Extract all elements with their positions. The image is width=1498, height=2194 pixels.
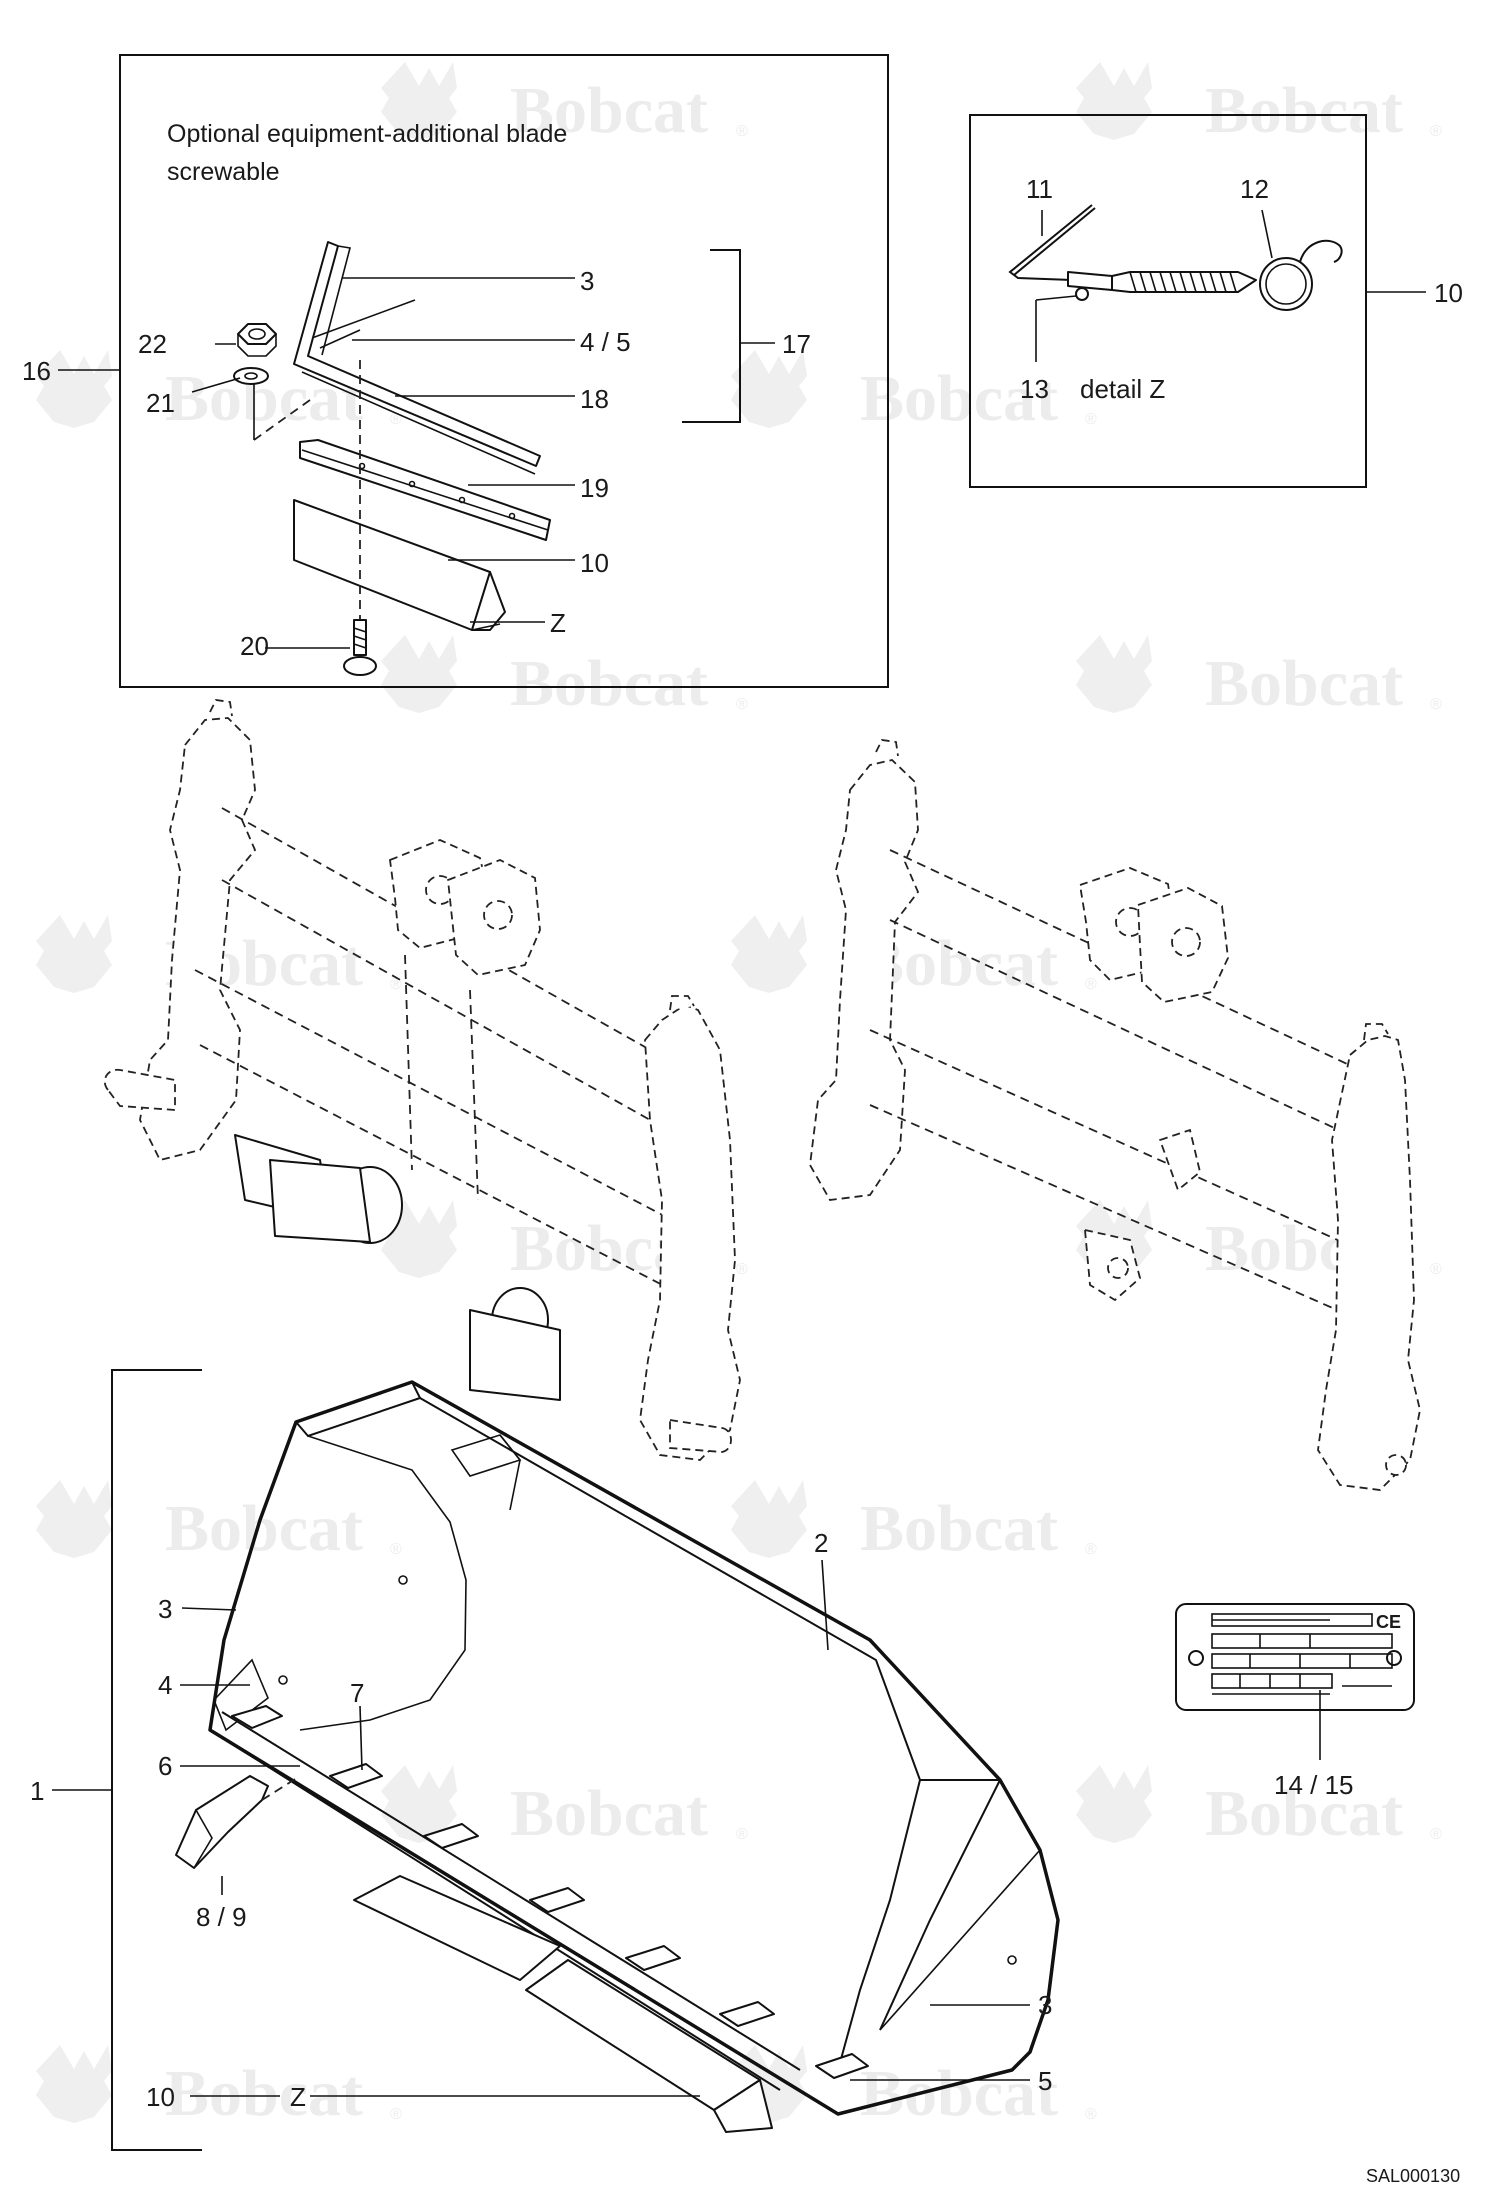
nut-icon <box>237 323 277 357</box>
additional-blade-part <box>299 439 551 541</box>
axis-centerline <box>253 399 311 441</box>
label-3: 3 <box>580 266 594 296</box>
inset-frame <box>119 54 889 688</box>
label-6: 6 <box>158 1751 172 1781</box>
label-2: 2 <box>814 1528 828 1558</box>
label-12: 12 <box>1240 174 1269 204</box>
label-16: 16 <box>22 356 51 386</box>
label-13: 13 <box>1020 374 1049 404</box>
spring-icon <box>1111 239 1343 311</box>
watermark-reg: ® <box>390 2106 402 2123</box>
bracket-17 <box>682 249 741 423</box>
watermark-reg: ® <box>1085 2106 1097 2123</box>
watermark-reg: ® <box>1430 1261 1442 1278</box>
bucket-tooth-icon <box>175 1775 301 1869</box>
label-19: 19 <box>580 473 609 503</box>
bobcat-logo-icon <box>1076 1765 1152 1843</box>
quick-coupler-left <box>103 699 741 1461</box>
label-18: 18 <box>580 384 609 414</box>
loose-blade-segments <box>353 1875 773 2133</box>
label-22: 22 <box>138 329 167 359</box>
label-detail-z: detail Z <box>1080 374 1165 404</box>
bobcat-logo-icon <box>1076 635 1152 713</box>
label-10-bucket: 10 <box>146 2082 175 2112</box>
watermark-reg: ® <box>736 1261 748 1278</box>
inset-detail-z: 11 12 10 13 detail Z <box>969 114 1463 488</box>
bracket-1 <box>111 1369 202 2151</box>
watermark-reg: ® <box>390 1541 402 1558</box>
label-z-bucket: Z <box>290 2082 306 2112</box>
inset-optional-blade: Optional equipment-additional blade scre… <box>22 54 889 688</box>
hydraulic-cylinder-icon <box>234 1134 561 1401</box>
nameplate-frame <box>1175 1603 1415 1711</box>
label-10: 10 <box>1434 278 1463 308</box>
bobcat-logo-icon <box>36 2045 112 2123</box>
watermark-text: Bobcat <box>860 362 1058 435</box>
label-7: 7 <box>350 1678 364 1708</box>
watermark-text: Bobcat <box>860 2057 1058 2130</box>
watermark-reg: ® <box>1430 696 1442 713</box>
ce-mark: CE <box>1376 1612 1401 1632</box>
label-4-5: 4 / 5 <box>580 327 631 357</box>
watermark-text: Bobcat <box>165 2057 363 2130</box>
bobcat-logo-icon <box>731 1480 807 1558</box>
inset-detail-frame <box>969 114 1367 488</box>
label-8-9: 8 / 9 <box>196 1902 247 1932</box>
washer-icon <box>233 367 269 385</box>
bobcat-logo-icon <box>36 1480 112 1558</box>
watermark-reg: ® <box>736 696 748 713</box>
bobcat-logo-icon <box>731 350 807 428</box>
label-5: 5 <box>1038 2066 1052 2096</box>
label-20: 20 <box>240 631 269 661</box>
watermark-reg: ® <box>1085 411 1097 428</box>
label-1: 1 <box>30 1776 44 1806</box>
drawing-id: SAL000130 <box>1366 2166 1460 2186</box>
bobcat-logo-icon <box>36 915 112 993</box>
watermark-text: Bobcat <box>1205 1777 1403 1850</box>
bucket-outline <box>208 1380 1060 2116</box>
label-21: 21 <box>146 388 175 418</box>
bucket-edge-part <box>293 241 541 475</box>
watermark-text: Bobcat <box>1205 647 1403 720</box>
watermark-text: Bobcat <box>860 1492 1058 1565</box>
cutting-edge-part <box>293 499 506 631</box>
watermark-reg: ® <box>736 1826 748 1843</box>
label-10: 10 <box>580 548 609 578</box>
label-3-right: 3 <box>1038 1990 1052 2020</box>
quick-coupler-right <box>809 739 1421 1491</box>
watermark-reg: ® <box>736 123 748 140</box>
bobcat-logo-icon <box>381 635 457 713</box>
label-17: 17 <box>782 329 811 359</box>
leader-line <box>191 377 241 393</box>
watermark-text: Bobcat <box>510 647 708 720</box>
watermark-reg: ® <box>1430 123 1442 140</box>
label-11: 11 <box>1026 174 1053 204</box>
bobcat-logo-icon <box>1076 62 1152 140</box>
teeth-adapters <box>231 1705 869 2079</box>
watermark-reg: ® <box>1085 1541 1097 1558</box>
watermark-text: Bobcat <box>1205 74 1403 147</box>
inset-caption-line1: Optional equipment-additional blade <box>167 120 567 148</box>
watermark-text: Bobcat <box>510 1777 708 1850</box>
label-z: Z <box>550 608 566 638</box>
nameplate-part: CE 14 / 15 <box>1175 1603 1415 1800</box>
label-14-15: 14 / 15 <box>1274 1770 1354 1800</box>
label-4: 4 <box>158 1670 172 1700</box>
watermark-reg: ® <box>1430 1826 1442 1843</box>
watermark-reg: ® <box>390 976 402 993</box>
label-3-side: 3 <box>158 1594 172 1624</box>
watermark-text: Bobcat <box>165 1492 363 1565</box>
watermark-text: Bobcat <box>510 74 708 147</box>
watermark-reg: ® <box>1085 976 1097 993</box>
inset-caption-line2: screwable <box>167 158 280 186</box>
bucket-assembly: 1 2 3 4 7 6 8 / 9 3 5 10 Z <box>30 1369 1060 2151</box>
clip-icon <box>1067 271 1113 291</box>
screw-icon <box>343 619 377 676</box>
bobcat-logo-icon <box>731 915 807 993</box>
